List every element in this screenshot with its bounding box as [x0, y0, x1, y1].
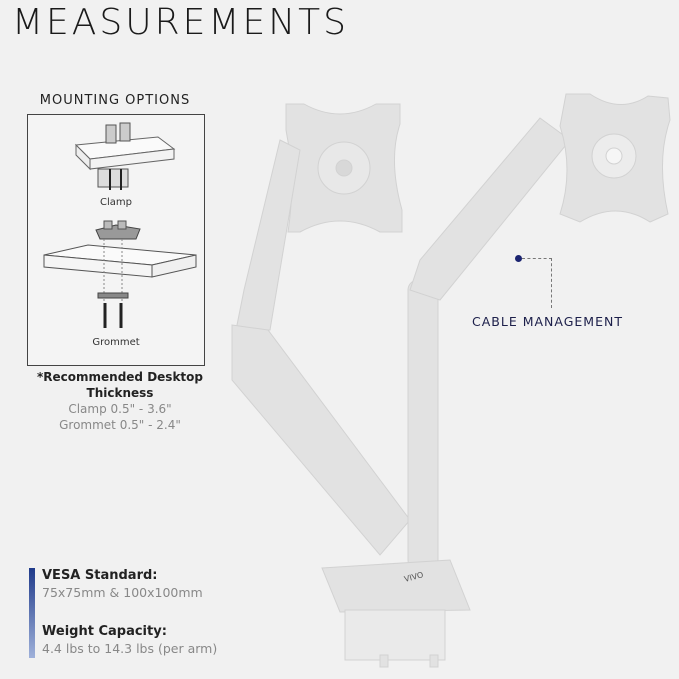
clamp-range: Clamp 0.5" - 3.6"	[68, 402, 172, 416]
callout-line-vertical	[551, 258, 552, 308]
spec-vesa-value: 75x75mm & 100x100mm	[42, 585, 203, 600]
spec-vesa-label: VESA Standard:	[42, 568, 158, 583]
spec-weight-label: Weight Capacity:	[42, 624, 167, 639]
clamp-label: Clamp	[100, 197, 132, 208]
recommended-heading-line2: Thickness	[86, 386, 154, 400]
spec-accent-bar	[29, 568, 35, 658]
cable-management-marker-icon	[515, 255, 522, 262]
recommended-thickness: *Recommended Desktop Thickness Clamp 0.5…	[20, 369, 220, 433]
mounting-options-heading: MOUNTING OPTIONS	[39, 93, 191, 108]
grommet-illustration	[43, 220, 197, 328]
cable-management-label: CABLE MANAGEMENT	[472, 314, 623, 329]
spec-vesa: VESA Standard: 75x75mm & 100x100mm	[42, 568, 203, 600]
spec-weight-value: 4.4 lbs to 14.3 lbs (per arm)	[42, 641, 218, 656]
spec-weight: Weight Capacity: 4.4 lbs to 14.3 lbs (pe…	[42, 624, 217, 656]
grommet-label: Grommet	[92, 337, 140, 348]
page-title: MEASUREMENTS	[12, 2, 349, 43]
clamp-illustration	[74, 122, 176, 190]
recommended-heading-line1: *Recommended Desktop	[37, 370, 203, 384]
grommet-range: Grommet 0.5" - 2.4"	[59, 418, 181, 432]
mounting-options-panel: Clamp Grommet	[27, 114, 205, 366]
callout-line-horizontal	[522, 258, 552, 259]
